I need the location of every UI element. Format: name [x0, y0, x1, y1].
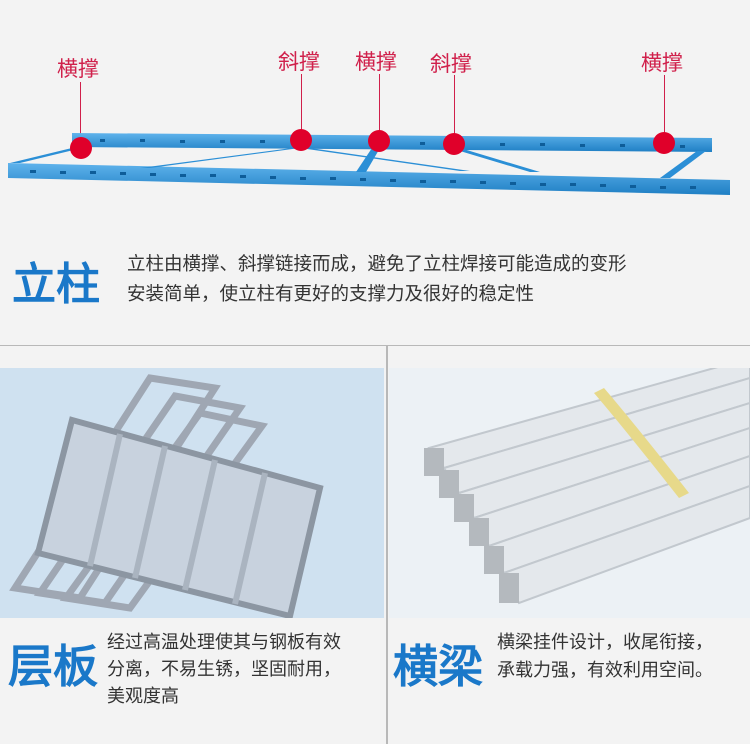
binding-strap: [594, 388, 689, 498]
pin-label-1: 横撑: [57, 57, 99, 81]
upright-title: 立柱: [12, 259, 100, 310]
pin-label-2: 斜撑: [278, 50, 320, 74]
front-rail-holes: [30, 170, 696, 189]
beam-illustration: [424, 368, 750, 605]
shelf-desc-line-2: 分离，不易生锈，坚固耐用，: [107, 659, 341, 680]
horizontal-divider: [0, 345, 750, 346]
upright-description: 立柱由横撑、斜撑链接而成，避免了立柱焊接可能造成的变形 安装简单，使立柱有更好的…: [127, 250, 627, 310]
pin-label-5: 横撑: [641, 51, 683, 75]
beam-description: 横梁挂件设计，收尾衔接， 承载力强，有效利用空间。: [497, 629, 713, 685]
pin-dot-5: [653, 132, 675, 154]
front-rail: [8, 163, 730, 195]
horizontal-brace-mid: [356, 148, 380, 172]
pin-label-3: 横撑: [355, 50, 397, 74]
beam-desc-line-1: 横梁挂件设计，收尾衔接，: [497, 632, 713, 653]
pin-line-3: [379, 74, 380, 140]
pin-line-5: [664, 75, 665, 141]
pin-dot-3: [368, 130, 390, 152]
shelf-title: 层板: [8, 640, 99, 693]
shelf-description: 经过高温处理使其与钢板有效 分离，不易生锈，坚固耐用， 美观度高: [107, 629, 341, 710]
shelf-desc-line-1: 经过高温处理使其与钢板有效: [107, 632, 341, 653]
pin-dot-2: [290, 129, 312, 151]
pin-line-1: [80, 82, 81, 144]
back-rail-holes: [100, 139, 685, 148]
beam-hooks: [424, 448, 519, 603]
shelf-panel-illustration: [9, 374, 324, 618]
pin-line-2: [301, 74, 302, 138]
front-shelf-panel: [34, 416, 324, 618]
upright-section: 横撑 斜撑 横撑 斜撑 横撑: [0, 0, 750, 345]
beam-photo: [389, 368, 750, 618]
vertical-divider: [386, 346, 388, 744]
shelf-panel-photo: [0, 368, 384, 618]
beam-title: 横梁: [393, 640, 484, 693]
diagonal-brace-3: [450, 148, 540, 172]
pin-line-4: [454, 75, 455, 143]
diagonal-brace-2: [300, 148, 470, 171]
pin-dot-1: [70, 137, 92, 159]
upright-frame-illustration: [8, 133, 730, 195]
pin-dot-4: [443, 133, 465, 155]
end-brace-right: [660, 151, 706, 178]
back-rail: [72, 133, 712, 152]
pin-label-4: 斜撑: [430, 52, 472, 76]
beam-desc-line-2: 承载力强，有效利用空间。: [497, 660, 713, 681]
upright-desc-line-2: 安装简单，使立柱有更好的支撑力及很好的稳定性: [127, 284, 535, 305]
end-brace-left: [10, 147, 86, 163]
upright-desc-line-1: 立柱由横撑、斜撑链接而成，避免了立柱焊接可能造成的变形: [127, 254, 627, 275]
shelf-desc-line-3: 美观度高: [107, 686, 179, 707]
diagonal-brace-1: [140, 148, 300, 168]
